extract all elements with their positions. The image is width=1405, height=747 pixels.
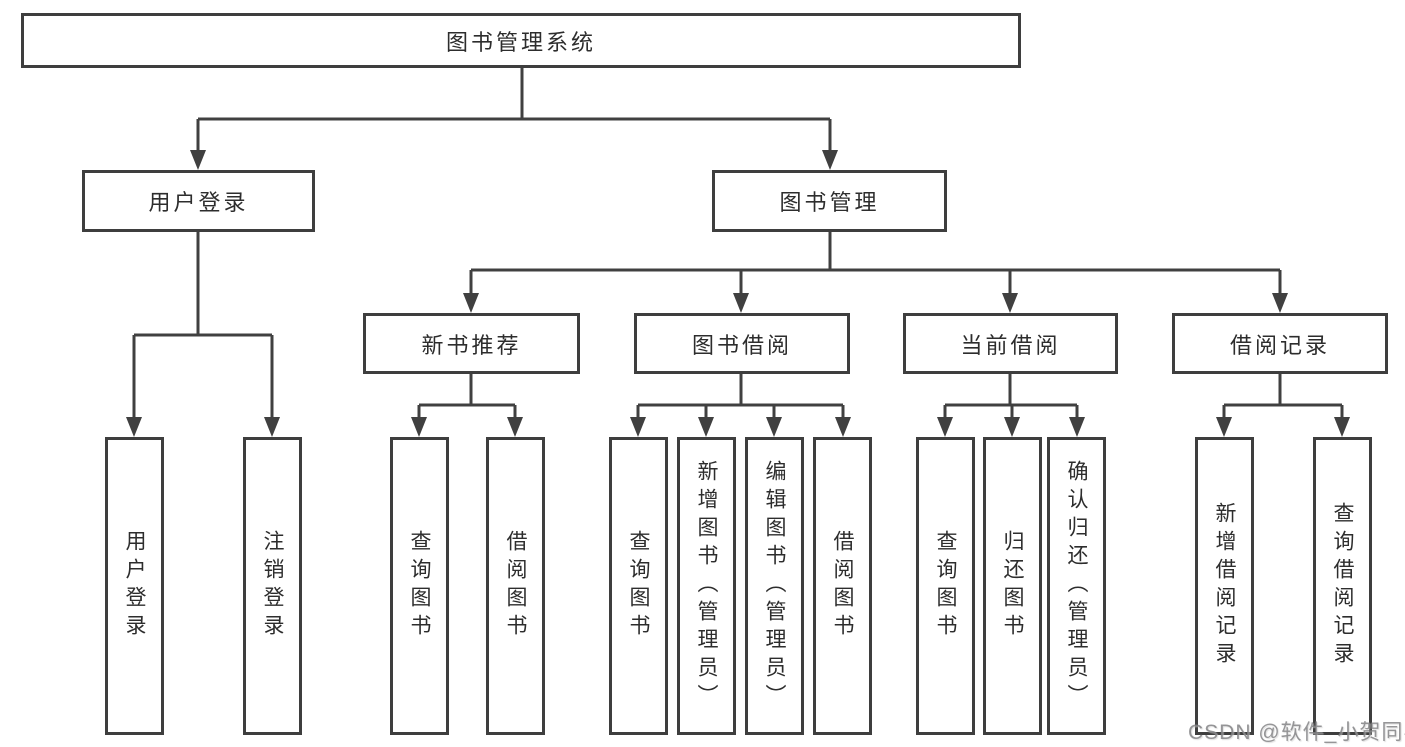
leaf-query-books: 查询图书 [609, 437, 668, 735]
arrow-down-icon [733, 293, 749, 313]
node-current-borrowing: 当前借阅 [903, 313, 1118, 374]
leaf-edit-books-admin: 编辑图书（管理员） [745, 437, 804, 735]
leaf-label: 查询图书 [627, 530, 650, 642]
arrow-down-icon [1334, 417, 1350, 437]
leaf-query-books: 查询图书 [916, 437, 975, 735]
leaf-add-books-admin: 新增图书（管理员） [677, 437, 736, 735]
leaf-return-books: 归还图书 [983, 437, 1042, 735]
leaf-label: 用户登录 [123, 530, 146, 642]
connector-login-to-leaves [132, 232, 274, 420]
arrow-down-icon [190, 150, 206, 170]
arrow-down-icon [126, 417, 142, 437]
node-label: 图书管理 [779, 190, 880, 215]
node-library-management-system: 图书管理系统 [21, 13, 1021, 68]
leaf-label: 新增图书（管理员） [695, 460, 718, 712]
arrow-down-icon [698, 417, 714, 437]
leaf-confirm-return-admin: 确认归还（管理员） [1047, 437, 1106, 735]
node-label: 借阅记录 [1229, 332, 1330, 358]
node-label: 新书推荐 [421, 332, 522, 358]
leaf-label: 查询图书 [408, 530, 431, 642]
arrow-down-icon [1004, 417, 1020, 437]
node-label: 图书借阅 [691, 332, 792, 358]
connector-current-to-leaves [943, 374, 1079, 420]
leaf-label: 查询借阅记录 [1331, 502, 1354, 670]
node-borrowing-records: 借阅记录 [1172, 313, 1388, 374]
arrow-down-icon [1069, 417, 1085, 437]
leaf-label: 借阅图书 [831, 530, 854, 642]
leaf-label: 借阅图书 [504, 530, 527, 642]
connector-bookmgmt-to-l3 [469, 232, 1282, 296]
arrow-down-icon [264, 417, 280, 437]
leaf-user-login: 用户登录 [105, 437, 164, 735]
leaf-query-books: 查询图书 [390, 437, 449, 735]
leaf-borrow-books: 借阅图书 [486, 437, 545, 735]
node-book-management: 图书管理 [712, 170, 947, 232]
connector-borrow-to-leaves [636, 374, 845, 420]
arrow-down-icon [1002, 293, 1018, 313]
arrow-down-icon [835, 417, 851, 437]
node-new-book-recommendation: 新书推荐 [363, 313, 580, 374]
connector-record-to-leaves [1222, 374, 1344, 420]
leaf-label: 新增借阅记录 [1213, 502, 1236, 670]
leaf-label: 确认归还（管理员） [1065, 460, 1088, 712]
csdn-watermark: CSDN @软件_小贺同学 [1188, 721, 1405, 744]
arrow-down-icon [507, 417, 523, 437]
leaf-label: 查询图书 [934, 530, 957, 642]
node-label: 用户登录 [148, 190, 249, 215]
leaf-add-borrow-record: 新增借阅记录 [1195, 437, 1254, 735]
arrow-down-icon [822, 150, 838, 170]
arrow-down-icon [937, 417, 953, 437]
leaf-logout: 注销登录 [243, 437, 302, 735]
node-user-login: 用户登录 [82, 170, 315, 232]
leaf-label: 注销登录 [261, 530, 284, 642]
leaf-query-borrow-record: 查询借阅记录 [1313, 437, 1372, 735]
leaf-label: 归还图书 [1001, 530, 1024, 642]
connector-root-to-l2 [196, 68, 832, 152]
arrow-down-icon [1216, 417, 1232, 437]
arrow-down-icon [1272, 293, 1288, 313]
arrow-down-icon [411, 417, 427, 437]
node-label: 当前借阅 [960, 332, 1061, 358]
node-book-borrowing: 图书借阅 [634, 313, 850, 374]
arrow-down-icon [766, 417, 782, 437]
node-label: 图书管理系统 [445, 29, 596, 55]
arrow-down-icon [463, 293, 479, 313]
connector-newbook-to-leaves [417, 374, 517, 420]
leaf-label: 编辑图书（管理员） [763, 460, 786, 712]
arrow-down-icon [630, 417, 646, 437]
leaf-borrow-books: 借阅图书 [813, 437, 872, 735]
